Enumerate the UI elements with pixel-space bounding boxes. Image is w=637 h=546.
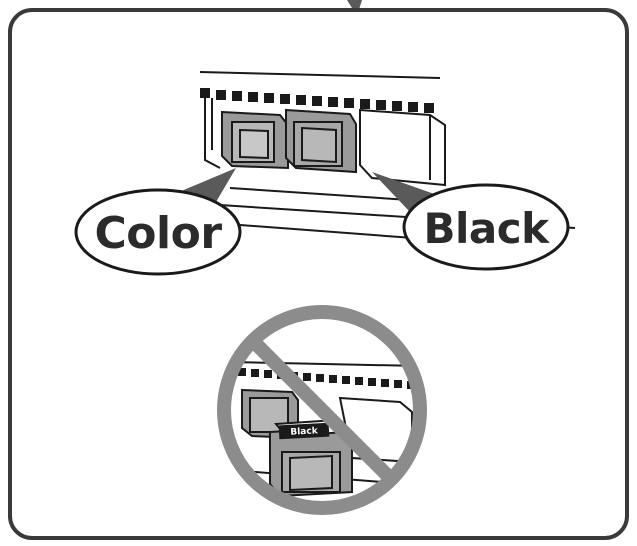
cartridge-label: Black — [290, 426, 319, 437]
black-callout-label: Black — [423, 204, 550, 253]
frame-border — [8, 8, 629, 540]
black-cartridge — [285, 108, 357, 174]
printer-carriage-icon — [199, 71, 576, 241]
incorrect-installation: Black — [217, 305, 427, 515]
prohibition-icon — [217, 305, 427, 515]
black-callout: Black — [402, 183, 570, 271]
color-callout-label: Color — [94, 208, 222, 259]
frame — [8, 0, 629, 540]
color-cartridge — [221, 110, 289, 170]
color-callout: Color — [74, 188, 242, 276]
